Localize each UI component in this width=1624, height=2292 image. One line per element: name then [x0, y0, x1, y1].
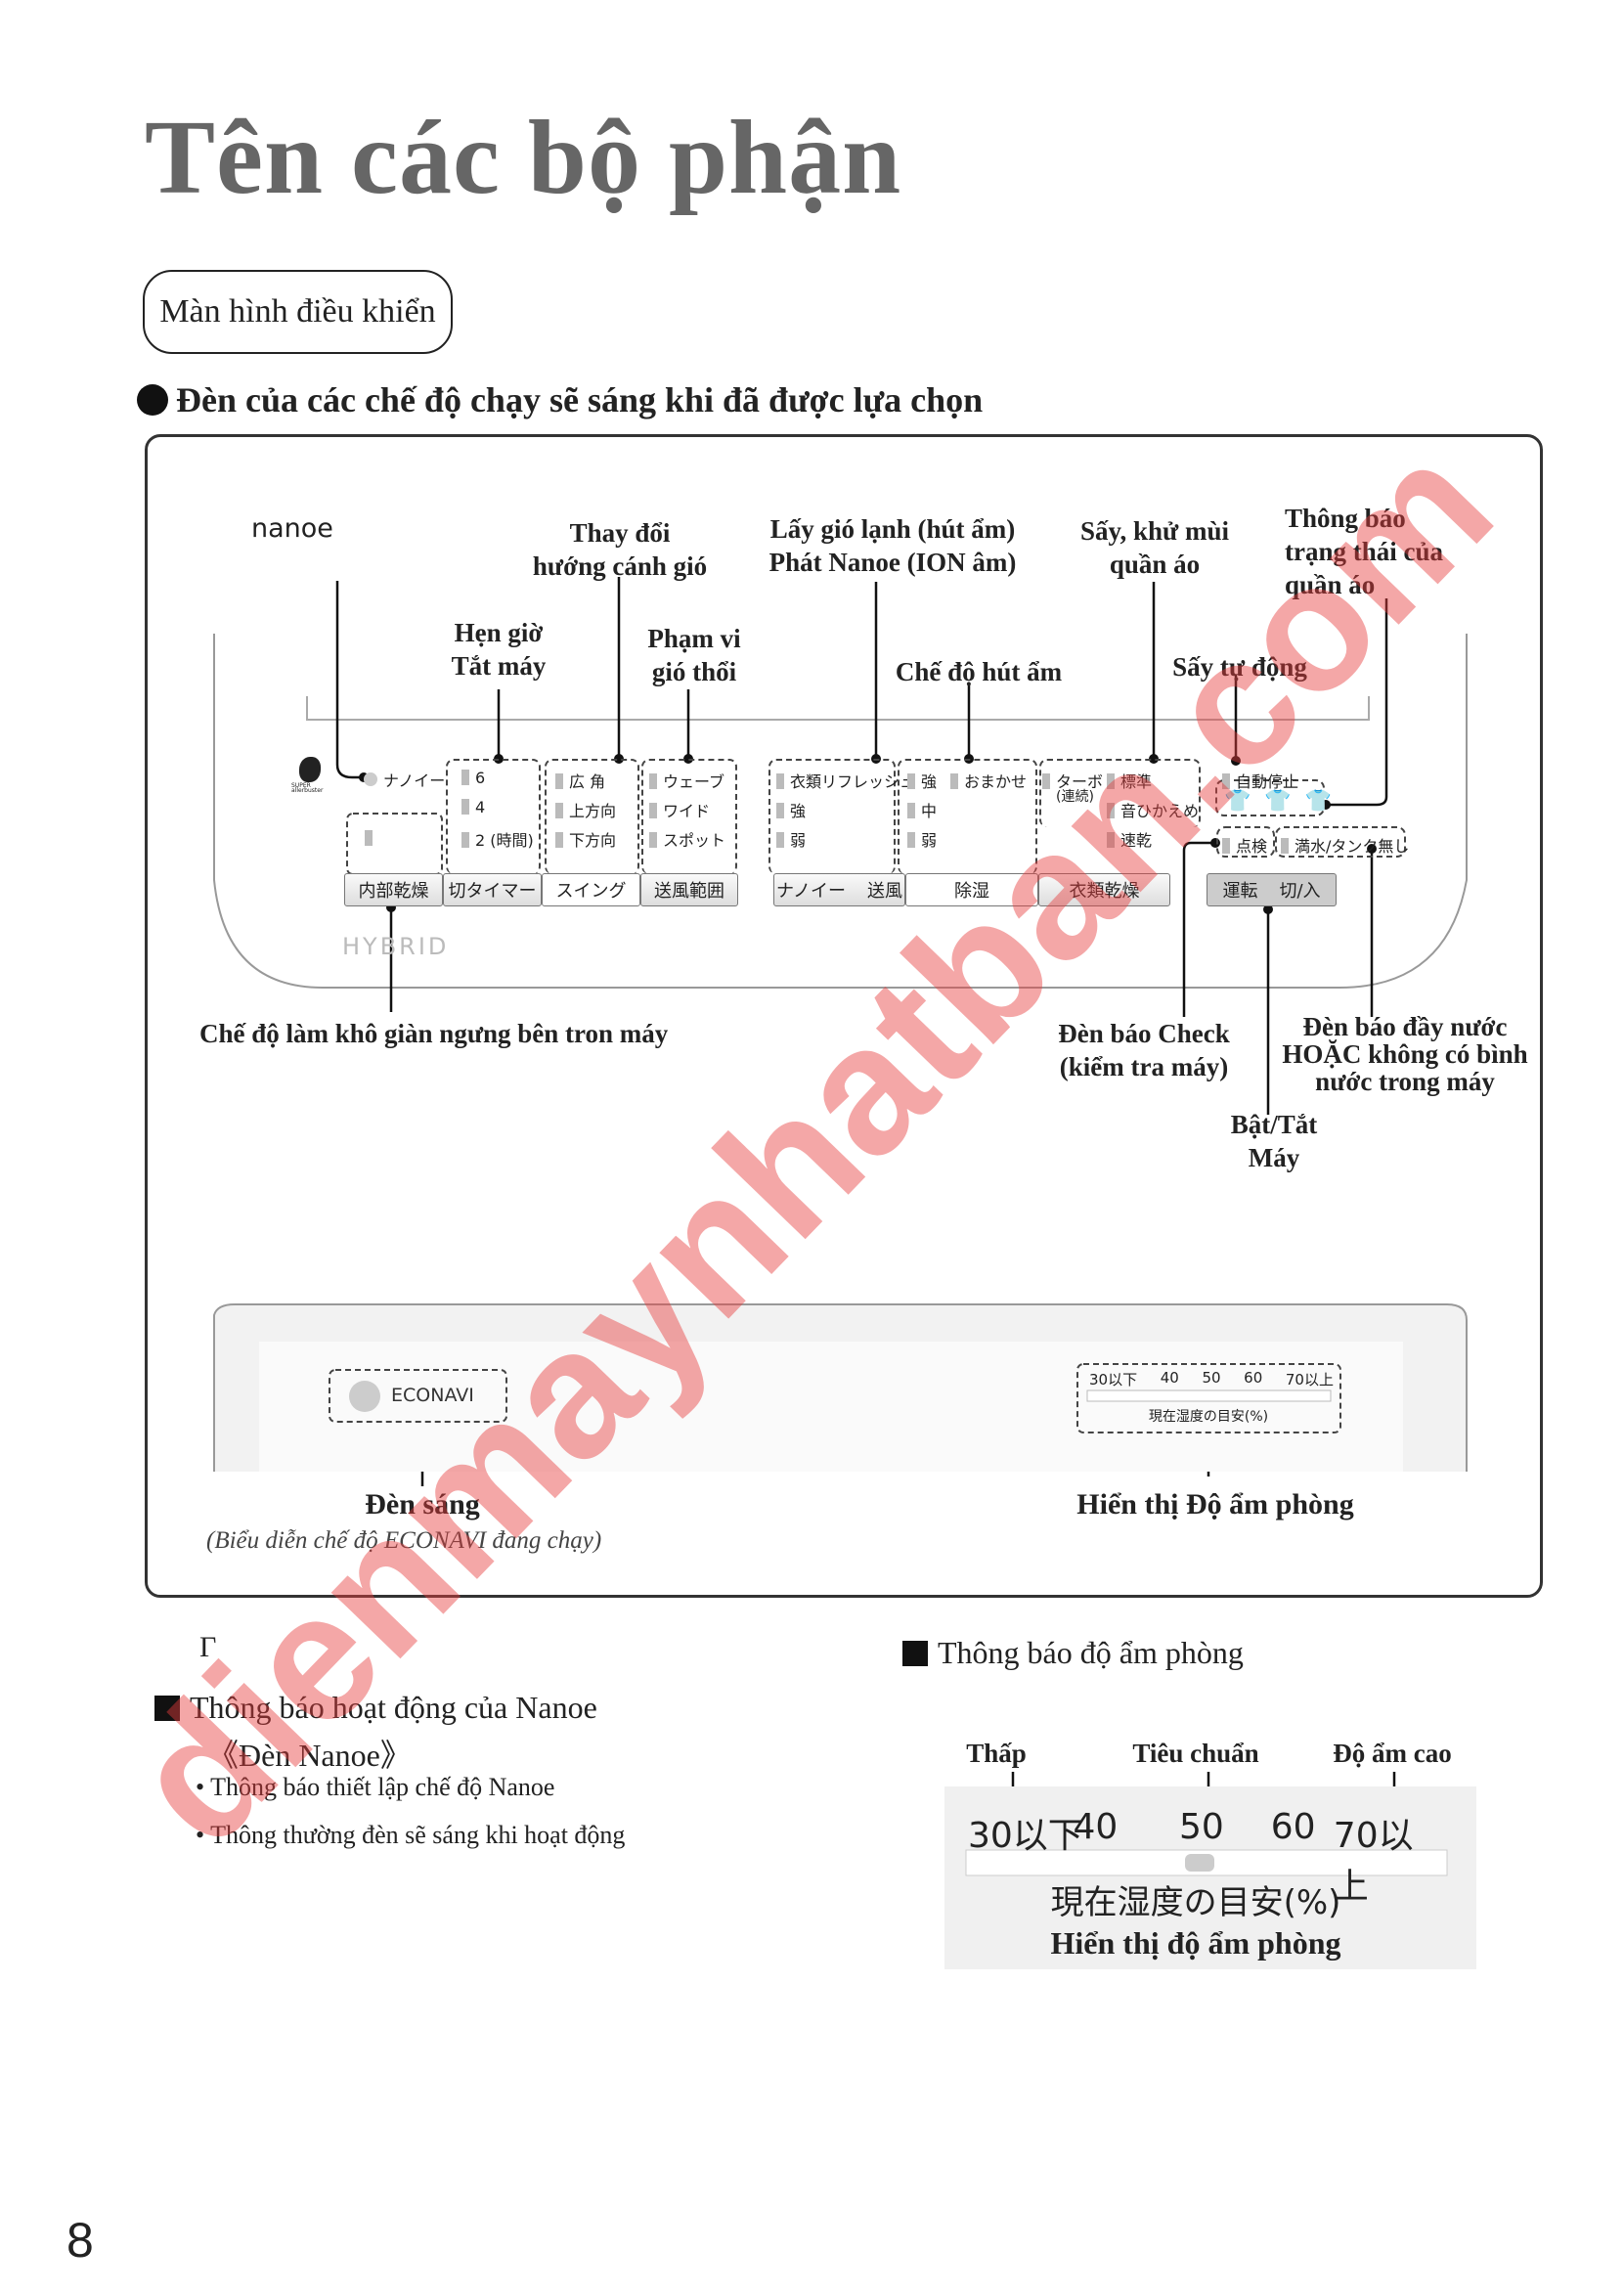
swing-lamp: 下方向	[555, 827, 616, 851]
internal-dry-lamp	[365, 829, 378, 848]
nanoe-lamp: ナノイー	[364, 768, 445, 791]
timer-lamp: 2 (時間)	[461, 827, 534, 851]
section-heading: Đèn của các chế độ chạy sẽ sáng khi đã đ…	[137, 379, 983, 420]
dehum-group	[898, 759, 1037, 874]
range-group	[641, 759, 737, 874]
dehum-lamp: 中	[907, 798, 937, 821]
timer-group	[446, 759, 541, 874]
humidity-caption-jp: 現在湿度の目安(%)	[1050, 1883, 1341, 1922]
dehum-button[interactable]: 除湿	[905, 873, 1038, 906]
timer-lamp: 4	[461, 798, 485, 816]
swing-group	[545, 759, 639, 874]
fan-lamp: 衣類リフレッシュ	[776, 769, 915, 792]
square-bullet-icon	[902, 1641, 928, 1666]
humidity-standard-label: Tiêu chuẩn	[1132, 1739, 1259, 1768]
diagram-frame	[145, 434, 1543, 1598]
bullet-dot-icon	[137, 384, 168, 416]
range-lamp: ワイド	[649, 798, 710, 821]
cloth-dry-button[interactable]: 衣類乾燥	[1038, 873, 1170, 906]
fan-lamp: 弱	[776, 827, 806, 851]
range-lamp: スポット	[649, 827, 725, 851]
air-range-button[interactable]: 送風範囲	[640, 873, 738, 906]
timer-lamp: 6	[461, 769, 485, 787]
section-pill: Màn hình điều khiển	[143, 270, 453, 354]
cloth-dry-group	[1039, 759, 1201, 827]
square-bullet-icon	[154, 1696, 180, 1721]
quick-dry-lamp: 速乾	[1107, 827, 1152, 851]
power-button[interactable]: 運転切/入	[1207, 873, 1337, 906]
nanoe-fan-button[interactable]: ナノイー送風	[773, 873, 905, 906]
nanoe-section-title: Thông báo hoạt động của Nanoe	[154, 1690, 597, 1726]
fan-label: Lấy gió lạnh (hút ẩm)Phát Nanoe (ION âm)	[768, 514, 1017, 577]
dehum-lamp: 強	[907, 769, 937, 792]
shirt-icons: 👕👕👕	[1224, 788, 1346, 813]
internal-dry-button[interactable]: 内部乾燥	[344, 873, 443, 906]
dehum-lamp: 弱	[907, 827, 937, 851]
check-lamp: 点検	[1222, 833, 1267, 857]
humidity-caption-small: 現在湿度の目安(%)	[1148, 1409, 1269, 1425]
humidity-display-label: Hiển thị Độ ẩm phòng	[1076, 1488, 1354, 1521]
nanoe-bullet: • Thông báo thiết lập chế độ Nanoe	[196, 1773, 555, 1801]
nanoe-label: nanoe	[251, 513, 333, 544]
humidity-section-title: Thông báo độ ẩm phòng	[902, 1635, 1244, 1671]
tank-lamp: 満水/タンク無し	[1281, 833, 1409, 857]
swing-lamp: 上方向	[555, 798, 616, 821]
heading-text: Đèn của các chế độ chạy sẽ sáng khi đã đ…	[176, 380, 984, 419]
econavi-light-label: Đèn sáng	[365, 1488, 480, 1521]
humidity-high-label: Độ ẩm cao	[1333, 1739, 1452, 1768]
range-lamp: ウェーブ	[649, 769, 724, 792]
fan-lamp: 強	[776, 798, 806, 821]
fan-group	[768, 759, 896, 874]
page-number: 8	[66, 2213, 94, 2268]
nanoe-section-subtitle: 《Đèn Nanoe》	[207, 1738, 412, 1773]
auto-dry-label: Sấy tự động	[1172, 652, 1307, 682]
turbo-continuous: (連続)	[1056, 789, 1094, 805]
swing-button[interactable]: スイング	[542, 873, 640, 906]
corner-mark: Γ	[199, 1631, 217, 1663]
hybrid-logo: HYBRID	[342, 933, 450, 960]
humidity-low-label: Thấp	[966, 1739, 1027, 1768]
econavi-lamp: ECONAVI	[391, 1385, 474, 1406]
off-timer-button[interactable]: 切タイマー	[443, 873, 542, 906]
dehum-label: Chế độ hút ẩm	[895, 657, 1063, 686]
turbo-lamp: ターボ	[1042, 769, 1103, 792]
swing-lamp: 広 角	[555, 769, 605, 792]
nanoe-bullet: • Thông thường đèn sẽ sáng khi hoạt động	[196, 1821, 626, 1849]
dehum-auto-lamp: おまかせ	[950, 769, 1027, 792]
page-title: Tên các bộ phận	[145, 100, 902, 216]
humidity-caption-vi: Hiển thị độ ẩm phòng	[1050, 1925, 1341, 1961]
auto-stop-lamp: 自動停止	[1222, 769, 1298, 792]
quiet-lamp: 音ひかえめ	[1107, 798, 1199, 821]
internal-dry-label: Chế độ làm khô giàn ngưng bên tron máy	[199, 1019, 669, 1048]
econavi-caption: (Biểu diễn chế độ ECONAVI đang chạy)	[206, 1527, 602, 1554]
standard-lamp: 標準	[1107, 769, 1152, 792]
check-lamp-label: Đèn báo Check(kiểm tra máy)	[1058, 1019, 1230, 1081]
